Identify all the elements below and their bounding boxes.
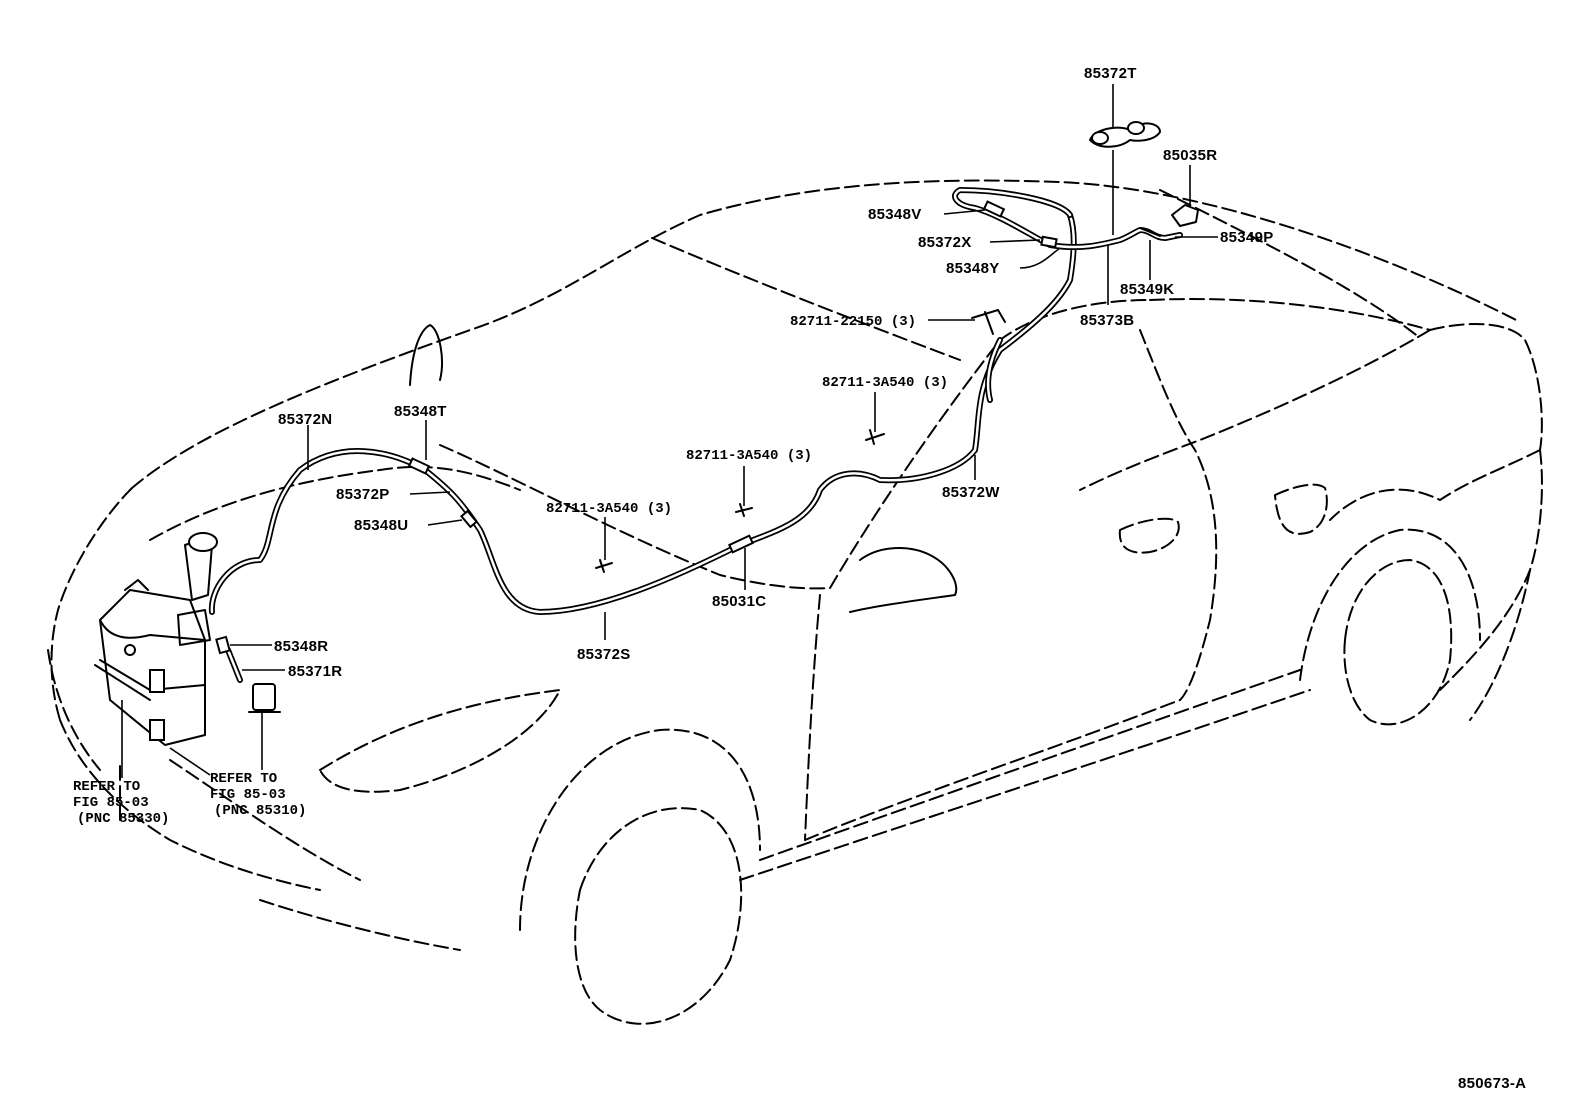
label-85372X: 85372X xyxy=(918,234,972,251)
label-82711-3A540-middle: 82711-3A540 (3) xyxy=(686,448,812,464)
label-85372T: 85372T xyxy=(1084,65,1137,82)
refer-note-left-line1: REFER TO xyxy=(73,779,140,795)
label-85349K: 85349K xyxy=(1120,281,1174,298)
label-82711-22150: 82711-22150 (3) xyxy=(790,314,916,330)
label-82711-3A540-upper: 82711-3A540 (3) xyxy=(822,375,948,391)
label-85372N: 85372N xyxy=(278,411,332,428)
small-parts xyxy=(215,121,1199,713)
washer-tank xyxy=(94,532,218,746)
label-85372P: 85372P xyxy=(336,486,390,503)
label-85372S: 85372S xyxy=(577,646,631,663)
refer-note-left-line2: FIG 85-03 xyxy=(73,795,149,811)
label-85031C: 85031C xyxy=(712,593,766,610)
label-85349P: 85349P xyxy=(1220,229,1274,246)
label-85372W: 85372W xyxy=(942,484,1000,501)
label-82711-3A540-lower: 82711-3A540 (3) xyxy=(546,501,672,517)
label-85371R: 85371R xyxy=(288,663,342,680)
part-labels: 85372T 85035R 85348V 85372X 85349P 85348… xyxy=(73,65,1526,1092)
refer-note-left-line3: (PNC 85330) xyxy=(77,811,169,827)
refer-note-right-line1: REFER TO xyxy=(210,771,277,787)
label-85348Y: 85348Y xyxy=(946,260,1000,277)
label-85348T: 85348T xyxy=(394,403,447,420)
diagram-code: 850673-A xyxy=(1458,1075,1526,1092)
label-85373B: 85373B xyxy=(1080,312,1134,329)
leader-lines xyxy=(121,84,1218,778)
label-85348U: 85348U xyxy=(354,517,408,534)
label-85348R: 85348R xyxy=(274,638,328,655)
washer-hoses xyxy=(208,187,1183,683)
refer-note-right-line2: FIG 85-03 xyxy=(210,787,286,803)
label-85348V: 85348V xyxy=(868,206,922,223)
label-85035R: 85035R xyxy=(1163,147,1217,164)
refer-note-right-line3: (PNC 85310) xyxy=(214,803,306,819)
car-body-outline xyxy=(47,179,1543,1025)
